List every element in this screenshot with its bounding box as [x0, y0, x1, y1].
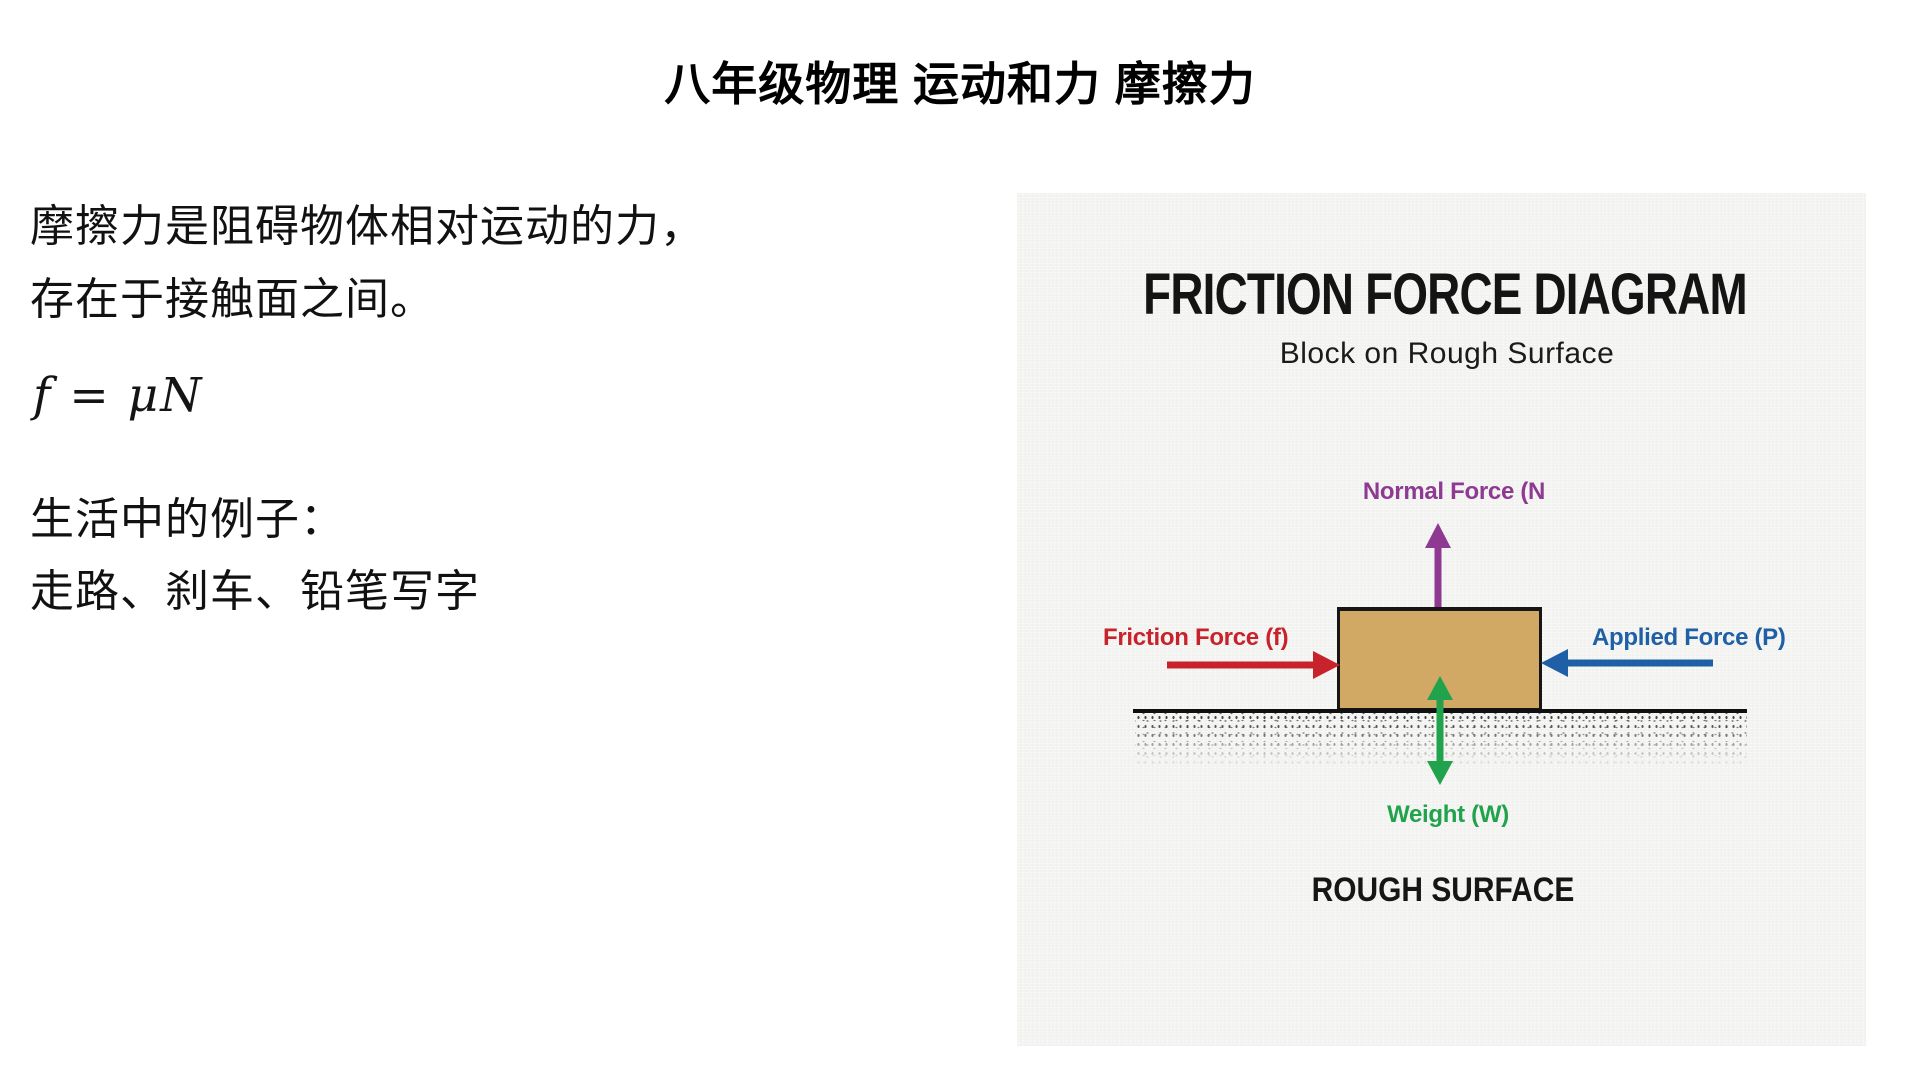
applied-force-arrow-icon	[1541, 649, 1713, 677]
friction-formula: f = μN	[33, 368, 204, 423]
normal-force-label: Normal Force (N	[1362, 478, 1546, 505]
diagram-title: FRICTION FORCE DIAGRAM	[1143, 262, 1747, 327]
friction-diagram-image: FRICTION FORCE DIAGRAM Block on Rough Su…	[1017, 193, 1866, 1046]
weight-label: Weight (W)	[1387, 801, 1509, 828]
friction-definition-line2: 存在于接触面之间。	[30, 275, 435, 324]
friction-force-arrow-icon	[1167, 651, 1340, 679]
diagram-subtitle: Block on Rough Surface	[1279, 337, 1615, 370]
applied-force-label: Applied Force (P)	[1592, 624, 1786, 651]
rough-surface-label: ROUGH SURFACE	[1311, 871, 1575, 909]
examples-list: 走路、刹车、铅笔写字	[30, 567, 480, 616]
friction-force-label: Friction Force (f)	[1103, 624, 1289, 651]
examples-heading: 生活中的例子：	[30, 495, 345, 544]
weight-arrow-icon	[1427, 676, 1453, 785]
page-title: 八年级物理 运动和力 摩擦力	[664, 58, 1256, 110]
friction-definition-line1: 摩擦力是阻碍物体相对运动的力，	[30, 202, 705, 251]
